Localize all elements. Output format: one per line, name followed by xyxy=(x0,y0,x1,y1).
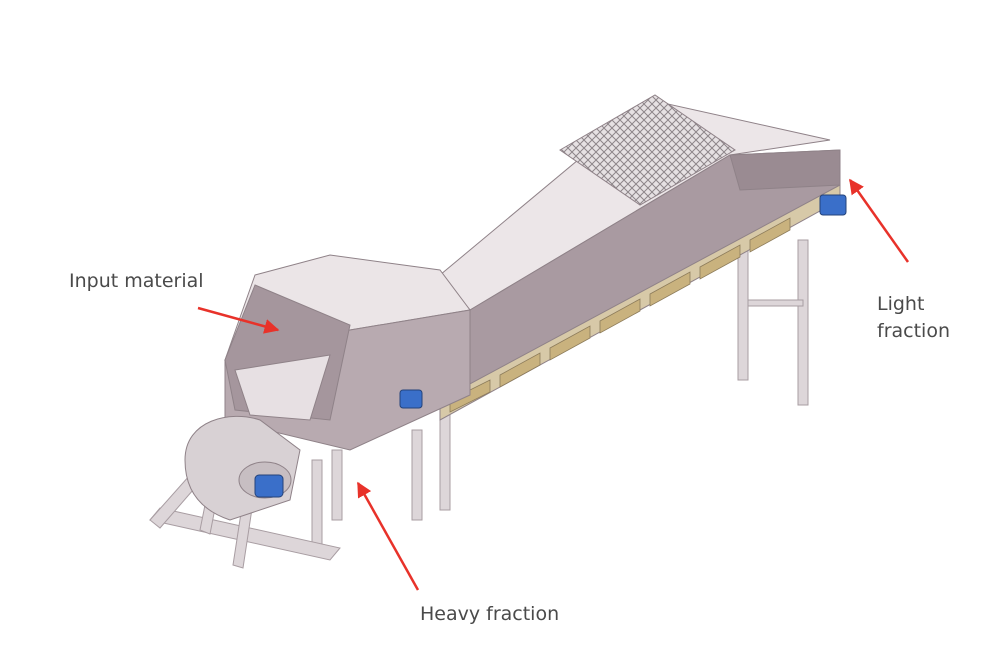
annotation-arrows xyxy=(197,178,910,591)
label-light-fraction: Light fraction xyxy=(877,291,977,345)
fan-motor xyxy=(254,474,284,498)
motors xyxy=(254,194,847,498)
drive-motor-upper xyxy=(819,194,847,216)
louver-openings xyxy=(449,217,791,413)
main-housing xyxy=(439,94,841,421)
inlet-hood xyxy=(224,254,471,451)
label-light-line1: Light xyxy=(877,293,925,315)
arrow-input xyxy=(197,306,280,334)
drive-motor-lower xyxy=(399,389,423,409)
arrow-light xyxy=(848,178,910,263)
arrow-heavy xyxy=(356,481,420,591)
label-heavy-fraction: Heavy fraction xyxy=(420,603,560,625)
label-input-material: Input material xyxy=(69,270,204,292)
label-light-line2: fraction xyxy=(877,320,950,342)
